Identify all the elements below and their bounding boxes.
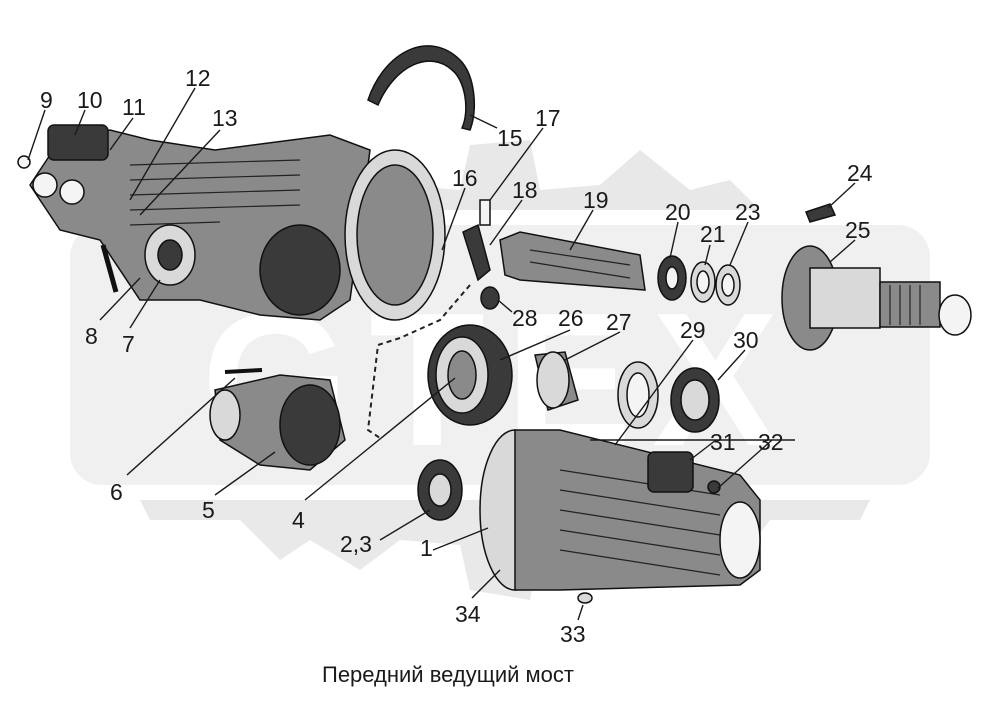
callout-8: 8 <box>85 323 98 349</box>
callout-10: 10 <box>77 87 103 113</box>
callout-18: 18 <box>512 177 538 203</box>
bearing-30 <box>670 367 720 433</box>
bolt-6 <box>224 368 263 374</box>
callout-33: 33 <box>560 621 586 647</box>
callout-27: 27 <box>606 309 632 335</box>
axle-housing <box>17 124 446 321</box>
rings-20-23 <box>657 255 741 306</box>
callout-12: 12 <box>185 65 211 91</box>
callout-13: 13 <box>212 105 238 131</box>
washer-28 <box>480 286 500 310</box>
plug-33 <box>577 592 593 604</box>
callout-31: 31 <box>710 429 736 455</box>
callout-1: 1 <box>420 535 433 561</box>
callout-32: 32 <box>758 429 784 455</box>
callout-4: 4 <box>292 507 305 533</box>
callout-21: 21 <box>700 221 726 247</box>
assembly-path <box>366 284 471 439</box>
callout-19: 19 <box>583 187 609 213</box>
seal-2-3 <box>417 459 463 521</box>
callout-28: 28 <box>512 305 538 331</box>
callout-9: 9 <box>40 87 53 113</box>
callout-2-3: 2,3 <box>340 531 372 557</box>
callout-numbers: 9 10 11 12 13 15 16 17 18 19 20 21 23 24… <box>40 65 873 647</box>
callout-26: 26 <box>558 305 584 331</box>
callout-34: 34 <box>455 601 481 627</box>
bearing-27 <box>534 351 579 411</box>
callout-17: 17 <box>535 105 561 131</box>
gasket-15 <box>367 45 476 131</box>
differential-5 <box>209 374 346 471</box>
callout-23: 23 <box>735 199 761 225</box>
leader-lines <box>27 87 856 621</box>
callout-7: 7 <box>122 331 135 357</box>
callout-16: 16 <box>452 165 478 191</box>
callout-5: 5 <box>202 497 215 523</box>
hub-25 <box>781 203 972 351</box>
main-case-1 <box>479 429 761 591</box>
callout-20: 20 <box>665 199 691 225</box>
callout-25: 25 <box>845 217 871 243</box>
shaft-19 <box>499 231 646 291</box>
callout-30: 30 <box>733 327 759 353</box>
ring-gear-26 <box>427 324 513 426</box>
pinion-16-18 <box>462 199 491 282</box>
callout-29: 29 <box>680 317 706 343</box>
callout-15: 15 <box>497 125 523 151</box>
callout-24: 24 <box>847 160 873 186</box>
diagram-caption: Передний ведущий мост <box>322 662 574 687</box>
callout-11: 11 <box>122 94 146 120</box>
callout-6: 6 <box>110 479 123 505</box>
